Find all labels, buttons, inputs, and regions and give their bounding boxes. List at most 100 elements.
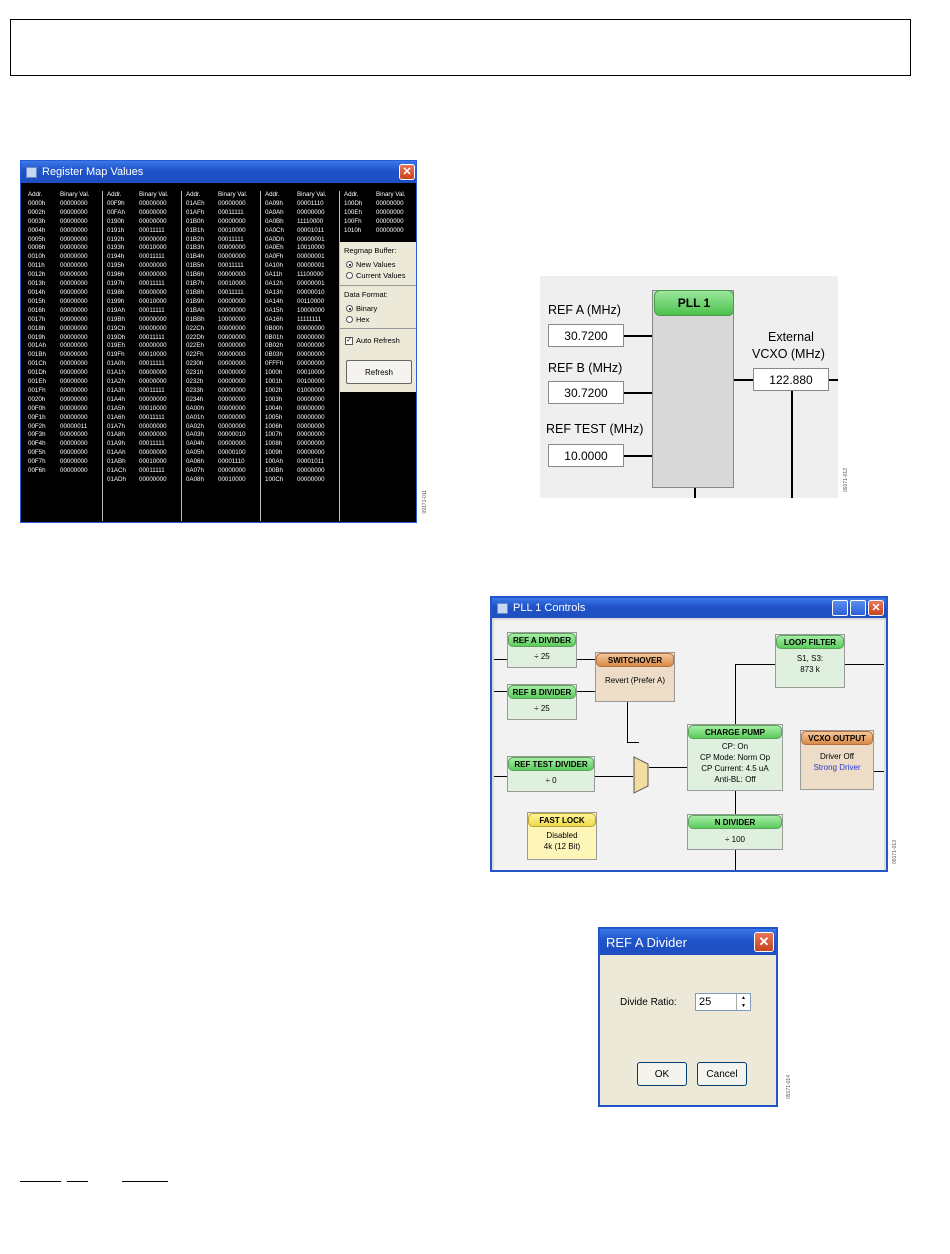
- register-value: 00000000: [218, 413, 246, 421]
- ok-button[interactable]: OK: [637, 1062, 687, 1086]
- n-divider-block[interactable]: N DIVIDER ÷ 100: [687, 814, 783, 850]
- register-address: 1004h: [265, 404, 283, 412]
- wire: [494, 776, 507, 777]
- register-map-title: Register Map Values: [42, 166, 144, 178]
- cancel-button[interactable]: Cancel: [697, 1062, 747, 1086]
- ref-test-field[interactable]: 10.0000: [548, 444, 624, 467]
- register-address: 01A6h: [107, 413, 125, 421]
- dialog-title-bar[interactable]: REF A Divider: [600, 929, 776, 955]
- register-address: 01B0h: [186, 217, 204, 225]
- hex-label: Hex: [356, 315, 370, 324]
- register-address: 01B7h: [186, 280, 204, 288]
- register-value: 00011111: [139, 306, 165, 314]
- divide-ratio-stepper[interactable]: 25 ▲▼: [695, 993, 751, 1011]
- auto-refresh-checkbox[interactable]: ✓ Auto Refresh: [345, 336, 400, 345]
- charge-pump-line4: Anti-BL: Off: [714, 775, 756, 784]
- hex-radio[interactable]: Hex: [346, 315, 369, 324]
- ref-a-field[interactable]: 30.7200: [548, 324, 624, 347]
- register-address: 019Dh: [107, 333, 126, 341]
- register-value: 00000000: [218, 333, 246, 341]
- figure-id-pll-controls: 09171-013: [892, 840, 898, 864]
- stepper-arrows-icon[interactable]: ▲▼: [736, 994, 750, 1010]
- register-address: 01B1h: [186, 226, 204, 234]
- register-value: 00000000: [218, 199, 246, 207]
- pll-out-wire: [694, 488, 696, 498]
- register-value: 00000000: [60, 297, 88, 305]
- switchover-block[interactable]: SWITCHOVER Revert (Prefer A): [595, 652, 675, 702]
- wire: [735, 664, 736, 726]
- register-address: 0B02h: [265, 342, 283, 350]
- register-value: 00000000: [218, 271, 246, 279]
- close-icon[interactable]: ✕: [754, 932, 774, 952]
- addr-header: Addr.: [28, 191, 43, 198]
- register-value: 00000000: [139, 476, 167, 483]
- ref-test-divider-block[interactable]: REF TEST DIVIDER ÷ 0: [507, 756, 595, 792]
- vcxo-output-block[interactable]: VCXO OUTPUT Driver Off Strong Driver: [800, 730, 874, 790]
- ref-test-wire: [624, 455, 652, 457]
- binary-header: Binary Val.: [376, 191, 406, 198]
- register-value: 00010000: [297, 369, 325, 377]
- ref-b-field[interactable]: 30.7200: [548, 381, 624, 404]
- register-value: 00000000: [297, 449, 325, 457]
- loop-filter-block[interactable]: LOOP FILTER S1, S3: 873 k: [775, 634, 845, 688]
- register-value: 00011111: [139, 333, 165, 341]
- ref-a-divider-block[interactable]: REF A DIVIDER ÷ 25: [507, 632, 577, 668]
- fast-lock-block[interactable]: FAST LOCK Disabled 4k (12 Bit): [527, 812, 597, 860]
- register-value: 00000000: [297, 422, 325, 430]
- new-values-radio[interactable]: New Values: [346, 260, 395, 269]
- register-address: 001Ah: [28, 342, 46, 350]
- register-value: 00000000: [139, 342, 167, 350]
- maximize-icon[interactable]: [850, 600, 866, 616]
- register-value: 00010000: [218, 476, 246, 483]
- ref-test-label: REF TEST (MHz): [546, 422, 644, 436]
- refresh-button[interactable]: Refresh: [346, 360, 412, 384]
- register-address: 0198h: [107, 288, 125, 296]
- minimize-icon[interactable]: [832, 600, 848, 616]
- register-value: 00000000: [218, 422, 246, 430]
- register-address: 01A5h: [107, 404, 125, 412]
- ref-a-label: REF A (MHz): [548, 303, 621, 317]
- register-value: 00011111: [218, 235, 244, 243]
- close-icon[interactable]: ✕: [399, 164, 415, 180]
- register-address: 022Dh: [186, 333, 205, 341]
- register-address: 0019h: [28, 333, 46, 341]
- ref-b-divider-block[interactable]: REF B DIVIDER ÷ 25: [507, 684, 577, 720]
- register-value: 00001110: [297, 199, 324, 207]
- pll-block-button[interactable]: PLL 1: [654, 290, 734, 316]
- binary-radio[interactable]: Binary: [346, 304, 377, 313]
- register-value: 00000000: [60, 378, 88, 386]
- register-value: 00000000: [60, 306, 88, 314]
- close-icon[interactable]: ✕: [868, 600, 884, 616]
- register-address: 0232h: [186, 378, 204, 386]
- register-address: 0002h: [28, 208, 46, 216]
- charge-pump-block[interactable]: CHARGE PUMP CP: On CP Mode: Norm Op CP C…: [687, 724, 783, 791]
- register-address: 0003h: [28, 217, 46, 225]
- current-values-radio[interactable]: Current Values: [346, 271, 405, 280]
- register-address: 01B3h: [186, 244, 204, 252]
- pll-controls-title-bar[interactable]: w PLL 1 Controls: [492, 598, 886, 618]
- register-address: 01A0h: [107, 360, 125, 368]
- register-map-title-bar[interactable]: w Register Map Values: [21, 161, 416, 183]
- vcxo-field[interactable]: 122.880: [753, 368, 829, 391]
